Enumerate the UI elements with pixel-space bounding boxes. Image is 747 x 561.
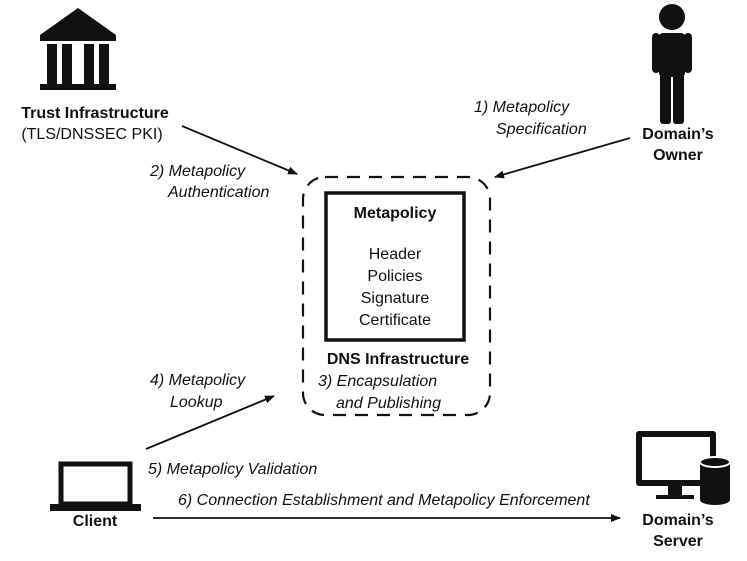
domain-owner-label-line1: Domain’s — [642, 126, 714, 143]
step-2-label-line2: Authentication — [167, 184, 270, 201]
step-1-label-line2: Specification — [496, 121, 587, 138]
arrow-client-to-dns — [145, 395, 275, 450]
arrow-trust-to-dns — [181, 125, 298, 175]
building-icon — [40, 8, 116, 90]
dns-infrastructure-label: DNS Infrastructure — [327, 351, 469, 368]
arrow-owner-to-dns — [494, 137, 631, 179]
step-3-label-line1: 3) Encapsulation — [318, 373, 437, 390]
step-4-label-line2: Lookup — [170, 394, 223, 411]
metapolicy-item-policies: Policies — [367, 268, 422, 285]
laptop-icon — [50, 461, 141, 511]
step-2-label-line1: 2) Metapolicy — [149, 163, 246, 180]
trust-infrastructure-label: Trust Infrastructure — [21, 105, 169, 122]
domain-server-label-line1: Domain’s — [642, 512, 714, 529]
step-3-label-line2: and Publishing — [336, 395, 441, 412]
metapolicy-item-header: Header — [369, 246, 422, 263]
domain-server-label-line2: Server — [653, 533, 703, 550]
person-icon — [652, 4, 692, 124]
step-1-label-line1: 1) Metapolicy — [474, 99, 570, 116]
step-6-label: 6) Connection Establishment and Metapoli… — [178, 492, 590, 509]
step-5-label: 5) Metapolicy Validation — [148, 461, 317, 478]
server-icon — [636, 431, 716, 499]
client-label: Client — [73, 513, 118, 530]
metapolicy-item-signature: Signature — [361, 290, 430, 307]
trust-infrastructure-sub: (TLS/DNSSEC PKI) — [21, 126, 162, 143]
metapolicy-title: Metapolicy — [354, 205, 437, 222]
metapolicy-item-certificate: Certificate — [359, 312, 431, 329]
metapolicy-box — [324, 191, 466, 342]
dns-infrastructure-region — [301, 175, 492, 417]
domain-owner-label-line2: Owner — [653, 147, 703, 164]
database-icon — [699, 456, 731, 505]
step-4-label-line1: 4) Metapolicy — [150, 372, 246, 389]
